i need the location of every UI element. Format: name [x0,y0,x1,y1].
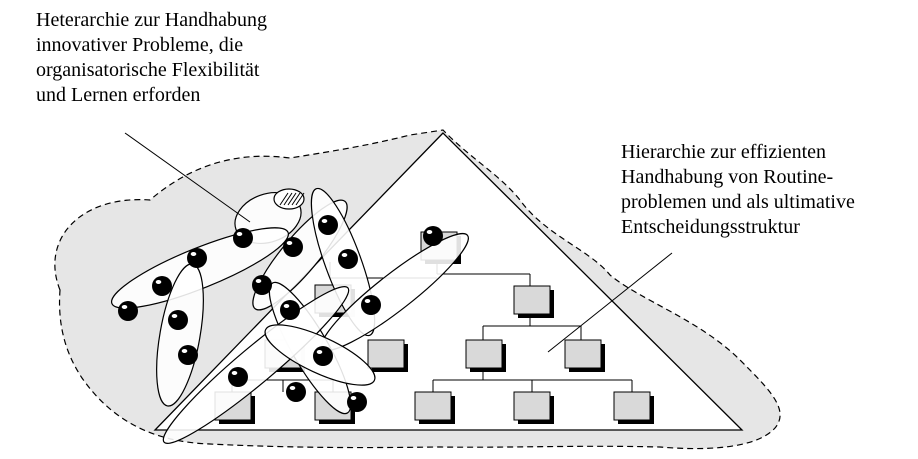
node-highlight [155,280,162,284]
hierarchy-label-line: Hierarchie zur effizienten [621,141,827,163]
node-dot [347,392,367,412]
org-box [367,339,405,369]
node-dot [361,295,381,315]
stripe-line [279,192,289,206]
stripe-line [295,192,305,206]
hierarchy-label: Hierarchie zur effizienten Handhabung vo… [621,140,855,240]
node-dot [338,249,358,269]
node-highlight [316,350,323,354]
node-highlight [171,314,178,318]
heterarchy-oval [162,286,350,444]
node-dot [313,346,333,366]
node-highlight [190,252,197,256]
stripe-line [287,192,297,206]
node-highlight [231,371,238,375]
node-highlight [286,241,293,245]
node-dot [233,228,253,248]
hierarchy-pointer-line [547,252,673,353]
node-dot [252,275,272,295]
node-dot [168,310,188,330]
node-dot [118,301,138,321]
node-highlight [181,349,188,353]
node-highlight [321,219,328,223]
node-highlight [364,299,371,303]
org-box [613,391,651,421]
node-dot [178,345,198,365]
heterarchy-label: Heterarchie zur Handhabung innovativer P… [36,8,267,108]
org-box [414,391,452,421]
node-dot [318,215,338,235]
node-highlight [255,279,262,283]
stripe-line [283,192,293,206]
node-dot [283,237,303,257]
heterarchy-label-line: innovativer Probleme, die [36,34,244,56]
node-highlight [121,305,128,309]
node-dot [187,248,207,268]
org-box [513,391,551,421]
org-box [513,285,551,315]
node-highlight [289,386,296,390]
node-dot [228,367,248,387]
org-box [564,339,602,369]
heterarchy-pointer-line [124,132,251,223]
heterarchy-label-line: organisatorische Flexibilität [36,59,260,81]
org-box [465,339,503,369]
stripe-line [291,192,301,206]
hierarchy-label-line: Handhabung von Routine- [621,166,834,188]
node-highlight [426,230,433,234]
node-highlight [283,304,290,308]
node-dot [152,276,172,296]
heterarchy-label-line: Heterarchie zur Handhabung [36,9,267,31]
node-dot [280,300,300,320]
node-dot [423,226,443,246]
node-dot [286,382,306,402]
heterarchy-label-line: und Lernen erforden [36,84,201,106]
hierarchy-label-line: problemen und als ultimative [621,191,855,213]
node-highlight [341,253,348,257]
node-highlight [236,232,243,236]
node-highlight [350,396,357,400]
hierarchy-label-line: Entscheidungsstruktur [621,216,800,238]
